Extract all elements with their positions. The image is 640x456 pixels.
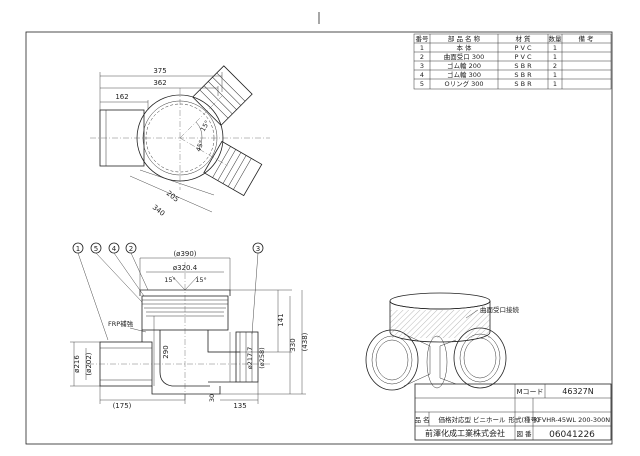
svg-text:P V C: P V C xyxy=(514,53,531,61)
svg-text:1: 1 xyxy=(553,80,557,88)
svg-text:5: 5 xyxy=(94,245,98,253)
dim-30: 30 xyxy=(208,394,216,402)
dim-162: 162 xyxy=(115,93,128,101)
dim-202: (ø202) xyxy=(85,352,93,375)
svg-text:本 体: 本 体 xyxy=(456,43,472,52)
product-name-value: 価格対応型 ビニホール xyxy=(438,415,506,424)
table-header-note: 備 考 xyxy=(578,34,594,43)
table-header-qty: 数量 xyxy=(549,34,563,43)
dim-438: (438) xyxy=(301,332,309,351)
dim-290: 290 xyxy=(162,345,170,358)
svg-text:3: 3 xyxy=(420,62,424,70)
dim-258: (ø258) xyxy=(258,347,266,368)
plan-angle-45: 45° xyxy=(194,139,205,153)
table-header-no: 番号 xyxy=(416,35,430,43)
iso-view: 曲面受口接続 xyxy=(365,292,520,391)
drawing-number-label: 図 番 xyxy=(516,430,532,438)
svg-text:1: 1 xyxy=(553,71,557,79)
parts-table: 番号 部 品 名 称 材 質 数量 備 考 1 本 体 P V C 1 2 曲面… xyxy=(413,33,612,90)
svg-text:1: 1 xyxy=(76,245,80,253)
product-name-label: 品 名 xyxy=(414,415,429,424)
title-block: Mコード 46327N 品 名 価格対応型 ビニホール 形式(種号) KFVHR… xyxy=(414,383,612,441)
svg-text:2: 2 xyxy=(553,62,557,70)
dim-390: (ø390) xyxy=(173,250,196,258)
dim-320-4: ø320.4 xyxy=(173,264,198,272)
dim-330: 330 xyxy=(289,338,297,351)
svg-text:4: 4 xyxy=(112,245,117,253)
table-row: 3 ゴム輪 200 S B R 2 xyxy=(420,61,557,70)
svg-text:Oリング 300: Oリング 300 xyxy=(444,79,483,88)
sheet-border xyxy=(25,31,613,445)
svg-text:S B R: S B R xyxy=(514,80,532,88)
table-row: 2 曲面受口 300 P V C 1 xyxy=(420,52,557,61)
svg-text:S B R: S B R xyxy=(514,71,532,79)
dim-340: 340 xyxy=(151,203,166,218)
plan-view: 15° 45° 375 362 162 205 340 xyxy=(90,65,270,218)
table-row: 1 本 体 P V C 1 xyxy=(420,43,557,52)
mcode-label: Mコード xyxy=(516,388,543,396)
section-angle-right: 15° xyxy=(195,276,207,284)
svg-text:ゴム輪 200: ゴム輪 200 xyxy=(447,61,481,70)
section-view: 15° 15° (ø390) ø320.4 1 5 4 2 3 FRP補強 xyxy=(70,242,309,410)
iso-label: 曲面受口接続 xyxy=(480,305,520,314)
dim-175: (175) xyxy=(113,402,132,410)
svg-text:1: 1 xyxy=(553,44,557,52)
table-row: 5 Oリング 300 S B R 1 xyxy=(420,79,557,88)
model-label: 形式(種号) xyxy=(508,415,539,424)
section-angle-left: 15° xyxy=(164,276,176,284)
company-name: 前澤化成工業株式会社 xyxy=(425,428,505,438)
dim-141: 141 xyxy=(277,313,285,326)
dim-135: 135 xyxy=(233,402,246,410)
svg-text:5: 5 xyxy=(420,80,424,88)
svg-text:3: 3 xyxy=(256,245,260,253)
dim-217-7: ø217.7 xyxy=(246,347,254,370)
svg-text:2: 2 xyxy=(129,245,133,253)
table-row: 4 ゴム輪 300 S B R 1 xyxy=(420,70,557,79)
svg-text:曲面受口 300: 曲面受口 300 xyxy=(444,52,484,61)
svg-text:ゴム輪 300: ゴム輪 300 xyxy=(447,70,481,79)
svg-text:4: 4 xyxy=(420,71,424,79)
svg-text:P V C: P V C xyxy=(514,44,531,52)
dim-205: 205 xyxy=(165,189,180,204)
dim-362: 362 xyxy=(153,79,166,87)
dim-375: 375 xyxy=(153,67,166,75)
svg-text:S B R: S B R xyxy=(514,62,532,70)
table-header-material: 材 質 xyxy=(515,34,531,43)
svg-text:1: 1 xyxy=(420,44,424,52)
label-frp: FRP補強 xyxy=(108,319,134,328)
model-value: KFVHR-45WL 200-300N xyxy=(534,416,610,424)
mcode-value: 46327N xyxy=(562,387,593,396)
dim-216: ø216 xyxy=(73,355,81,373)
table-header-name: 部 品 名 称 xyxy=(448,34,481,43)
svg-text:1: 1 xyxy=(553,53,557,61)
svg-text:2: 2 xyxy=(420,53,424,61)
drawing-number-value: 06041226 xyxy=(549,430,595,440)
